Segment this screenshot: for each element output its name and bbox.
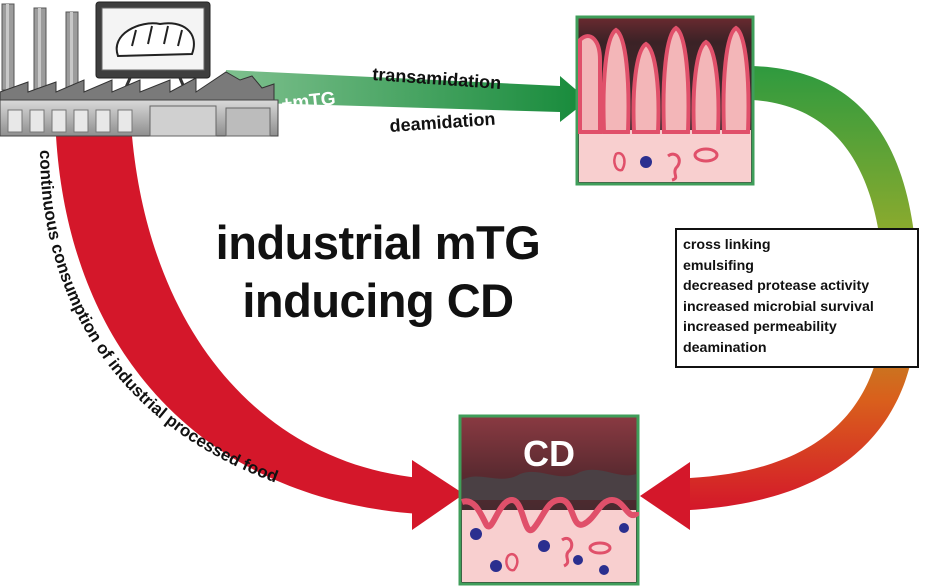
villi <box>578 25 751 134</box>
cd-label: CD <box>523 433 575 474</box>
immune-cell <box>640 156 652 168</box>
effect-item: decreased protease activity <box>683 278 870 295</box>
effect-item: cross linking <box>683 237 771 253</box>
effect-item: deamination <box>683 339 767 356</box>
title-line-1: industrial mTG <box>215 216 541 269</box>
green-arrow <box>226 70 588 122</box>
healthy-intestine-panel <box>575 15 755 186</box>
effect-item: increased permeability <box>683 319 837 336</box>
flattened-villi <box>461 496 639 534</box>
mtg-label: +mTG <box>280 88 336 115</box>
factory-illustration <box>0 1 279 137</box>
effect-item: increased microbial survival <box>683 298 874 315</box>
title-line-2: inducing CD <box>242 274 514 327</box>
deamidation-label: deamidation <box>389 109 496 136</box>
left-arrow-body <box>56 136 420 514</box>
left-arrow-head <box>412 460 464 530</box>
cd-intestine-panel: CD <box>458 414 640 586</box>
diagram-title: industrial mTG inducing CD <box>178 214 578 330</box>
effects-box: cross linking emulsifing decreased prote… <box>675 228 919 368</box>
right-arrow-body <box>690 66 918 510</box>
effect-item: emulsifing <box>683 257 754 274</box>
right-arrow-head <box>640 462 690 530</box>
